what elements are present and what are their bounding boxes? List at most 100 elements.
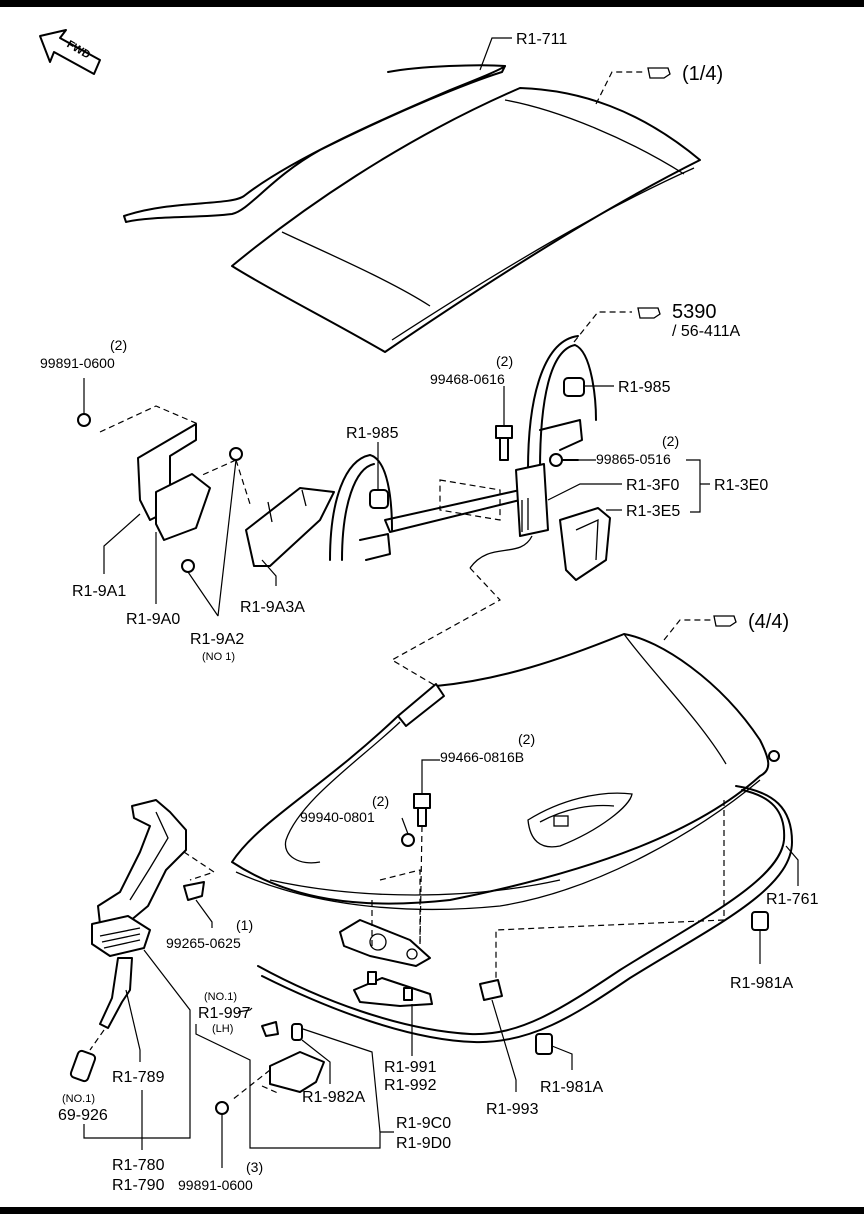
ref-5390: 5390	[672, 301, 717, 323]
leader-r1-9a2	[187, 459, 237, 617]
release-cable	[469, 535, 533, 569]
bracket-r1-3e0	[686, 459, 710, 513]
leader-r1-3f0	[547, 483, 622, 501]
hinge-arm-r1-780	[97, 799, 187, 927]
bracket-r1-9a1	[137, 423, 197, 521]
label-r1-711: R1-711	[516, 31, 567, 48]
bracket-r1-780	[83, 949, 191, 1150]
label-r1-993: R1-993	[486, 1101, 539, 1118]
pad-r1-985-left	[369, 489, 389, 509]
dash-cable-to-lid	[390, 567, 501, 687]
dash-strut	[89, 1029, 105, 1051]
label-r1-9d0: R1-9D0	[396, 1135, 451, 1152]
leader-99940-0801	[401, 817, 409, 835]
leader-99466-0816b	[421, 759, 440, 794]
fwd-arrow-icon: FWD	[39, 29, 101, 75]
label-r1-981a-bottom: R1-981A	[540, 1079, 603, 1096]
lid-latch-handle	[397, 683, 445, 727]
label-r1-9a3a: R1-9A3A	[240, 599, 305, 616]
leader-ref-1-4	[595, 71, 644, 105]
label-r1-9a1: R1-9A1	[72, 583, 126, 600]
note-no1-b: (NO.1)	[204, 991, 237, 1003]
lid-lock-r1-991	[339, 919, 431, 967]
label-99891-0600-bottom: 99891-0600	[178, 1177, 253, 1193]
label-r1-991: R1-991	[384, 1059, 437, 1076]
leader-r1-711	[479, 37, 512, 71]
nut-r1-9a2-bottom	[181, 559, 195, 573]
dash-hinge	[183, 851, 216, 881]
bumper-r1-981a-right	[751, 911, 769, 931]
label-99468-0616: 99468-0616	[430, 371, 505, 387]
dash-seal	[495, 800, 725, 980]
note-no1-a: (NO 1)	[202, 651, 235, 663]
trunk-lid	[231, 633, 770, 911]
label-r1-985-right: R1-985	[618, 379, 671, 396]
strut-end-69-926	[69, 1049, 97, 1083]
hinge-base	[91, 915, 151, 957]
weatherstrip-r1-711	[123, 64, 506, 223]
cover-r1-9a0	[155, 473, 211, 541]
gas-strut-r1-789	[69, 957, 133, 1083]
top-border	[0, 0, 864, 7]
label-r1-9c0: R1-9C0	[396, 1115, 451, 1132]
label-99940-0801: 99940-0801	[300, 809, 375, 825]
qty-99891-0600-top: (2)	[110, 337, 127, 353]
qty-99468-0616: (2)	[496, 353, 513, 369]
lid-stud	[768, 750, 780, 762]
roll-bar-frame	[329, 335, 597, 561]
latch-r1-3f0	[515, 463, 549, 537]
bracket-r1-982a	[269, 1023, 325, 1093]
label-99865-0516: 99865-0516	[596, 451, 671, 467]
label-r1-992: R1-992	[384, 1077, 437, 1094]
label-r1-3e5: R1-3E5	[626, 503, 680, 520]
leader-r1-981a-bottom	[551, 1045, 573, 1070]
label-r1-780: R1-780	[112, 1157, 165, 1174]
pointing-hand-icon-3	[713, 615, 737, 627]
nut-99891-0600-bottom	[215, 1101, 229, 1115]
label-r1-981a-right: R1-981A	[730, 975, 793, 992]
qty-99265-0625: (1)	[236, 917, 253, 933]
label-r1-3e0: R1-3E0	[714, 477, 768, 494]
label-r1-3f0: R1-3F0	[626, 477, 679, 494]
leader-r1-982a	[301, 1039, 331, 1084]
note-no1-c: (NO.1)	[62, 1093, 95, 1105]
leader-r1-789	[125, 989, 141, 1062]
dash-group-9a	[99, 405, 199, 433]
qty-99865-0516: (2)	[662, 433, 679, 449]
leader-r1-993	[491, 999, 517, 1092]
pointing-hand-icon-2	[637, 307, 661, 319]
screw-99865-0516	[549, 453, 579, 467]
dash-clip	[231, 1069, 281, 1101]
leader-99265-0625	[195, 899, 213, 928]
bumper-r1-981a-bottom	[535, 1033, 553, 1055]
label-99466-0816b: 99466-0816B	[440, 749, 524, 765]
label-r1-985-left: R1-985	[346, 425, 399, 442]
ref-1-4: (1/4)	[682, 63, 723, 85]
note-lh: (LH)	[212, 1023, 233, 1035]
bolt-99468-0616	[495, 425, 513, 461]
bolt-99466-0816b	[413, 793, 431, 827]
ref-56-411a: / 56-411A	[672, 323, 741, 340]
label-r1-9a0: R1-9A0	[126, 611, 180, 628]
qty-99891-0600-bottom: (3)	[246, 1159, 263, 1175]
label-99265-0625: 99265-0625	[166, 935, 241, 951]
stopper-r1-993	[479, 979, 503, 1001]
leader-r1-761	[785, 845, 799, 886]
label-r1-982a: R1-982A	[302, 1089, 365, 1106]
dash-lock	[371, 869, 421, 948]
label-r1-9a2: R1-9A2	[190, 631, 244, 648]
grommet-99265-0625	[183, 881, 205, 901]
leader-r1-9a1	[103, 513, 141, 574]
label-69-926: 69-926	[58, 1107, 108, 1124]
qty-99940-0801: (2)	[372, 793, 389, 809]
bottom-border	[0, 1207, 864, 1214]
nut-99940-0801	[401, 833, 415, 847]
pad-r1-9a3a	[245, 487, 335, 567]
dash-nut-top	[199, 459, 251, 505]
leader-ref-4-4	[663, 619, 712, 641]
striker-r1-992	[353, 971, 433, 1007]
leader-r1-9a3a	[261, 559, 277, 586]
qty-99466-0816b: (2)	[518, 731, 535, 747]
nut-r1-9a2-top	[229, 447, 243, 461]
